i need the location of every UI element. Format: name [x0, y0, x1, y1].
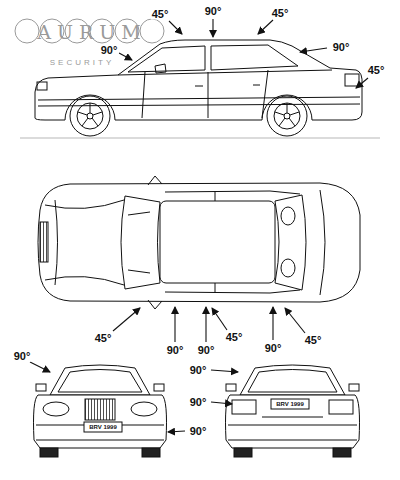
angle-label: 90°: [332, 42, 351, 53]
license-plate: BRV 1999: [89, 424, 117, 430]
angle-label: 45°: [304, 335, 323, 346]
angle-label: 90°: [189, 397, 208, 408]
angle-label: 45°: [225, 332, 244, 343]
angle-label: 45°: [271, 8, 290, 19]
angle-label: 90°: [13, 351, 32, 362]
angle-label: 90°: [166, 345, 185, 356]
angle-label: 90°: [197, 345, 216, 356]
watermark: SECURITY: [49, 59, 115, 67]
view-arrows: [30, 19, 368, 432]
angle-label: 90°: [264, 343, 283, 354]
angle-label: 45°: [94, 333, 113, 344]
angle-label: 45°: [151, 9, 170, 20]
angle-label: 90°: [189, 365, 208, 376]
license-plate: BRV 1999: [276, 401, 304, 407]
angle-label: 90°: [100, 45, 119, 56]
angle-label: 90°: [189, 426, 208, 437]
watermark: AURUM: [36, 23, 148, 42]
angle-label: 90°: [204, 6, 223, 17]
angle-label: 45°: [367, 65, 386, 76]
